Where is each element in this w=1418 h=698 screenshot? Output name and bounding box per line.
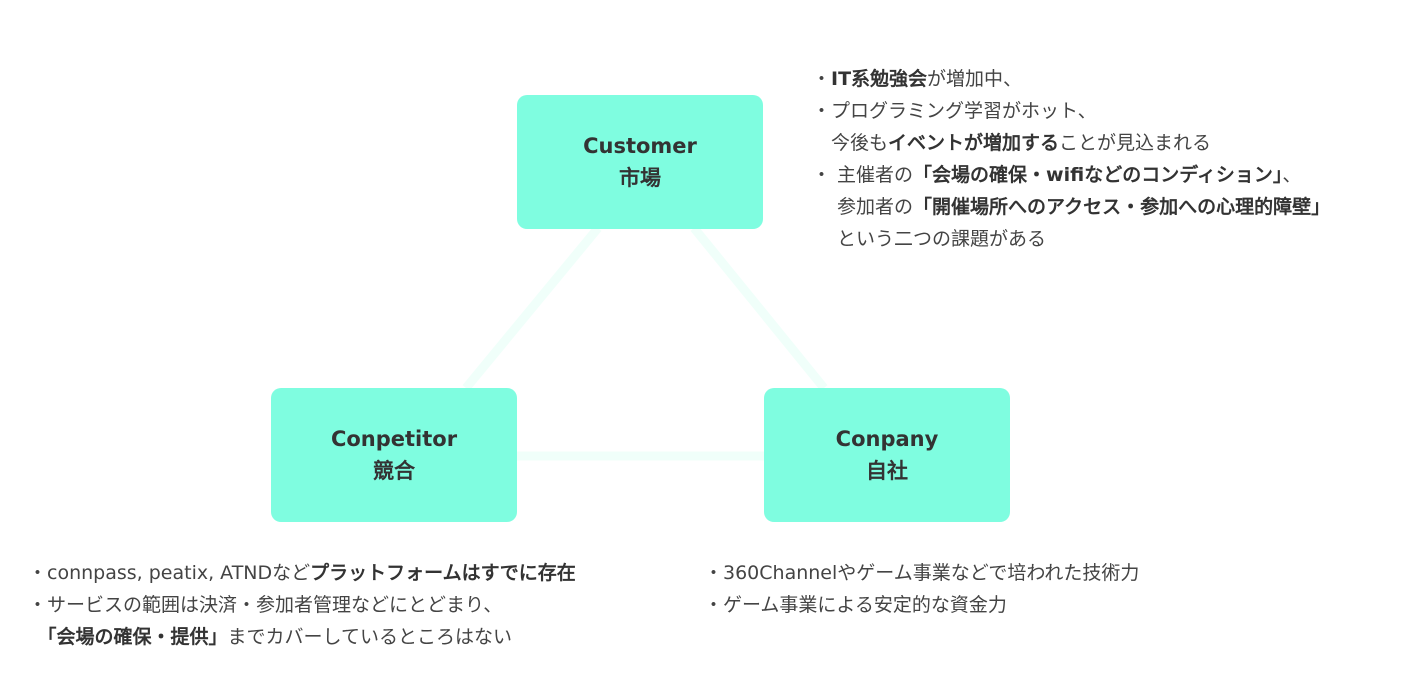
note-text: 、 — [1282, 164, 1302, 186]
customer-note-line: ・ 主催者の「会場の確保・wifiなどのコンディション」、 — [812, 159, 1330, 191]
connector-customer-competitor — [462, 225, 602, 391]
competitor-box: Conpetitor 競合 — [271, 388, 517, 522]
competitor-note-line: ・connpass, peatix, ATNDなどプラットフォームはすでに存在 — [28, 557, 576, 589]
competitor-label-en: Conpetitor — [330, 427, 458, 451]
competitor-label-ja: 競合 — [373, 459, 415, 483]
note-text: までカバーしているところはない — [227, 626, 512, 648]
customer-note-line: 参加者の「開催場所へのアクセス・参加への心理的障壁」 — [812, 191, 1330, 223]
customer-note-line: ・プログラミング学習がホット、 — [812, 95, 1330, 127]
note-text: ことが見込まれる — [1059, 132, 1212, 154]
competitor-notes: ・connpass, peatix, ATNDなどプラットフォームはすでに存在 … — [28, 557, 576, 653]
company-note-line: ・ゲーム事業による安定的な資金力 — [704, 589, 1139, 621]
note-text: ・connpass, peatix, ATNDなど — [28, 562, 311, 584]
customer-label-en: Customer — [583, 134, 697, 158]
note-text: ・プログラミング学習がホット、 — [812, 100, 1097, 122]
company-label-ja: 自社 — [866, 459, 908, 483]
note-highlight: イベントが増加する — [888, 132, 1060, 154]
note-highlight: 「開催場所へのアクセス・参加への心理的障壁」 — [913, 196, 1331, 218]
note-text: 参加者の — [812, 196, 914, 218]
note-text: ・ゲーム事業による安定的な資金力 — [704, 594, 1007, 616]
note-highlight: プラットフォームはすでに存在 — [310, 562, 576, 584]
note-text: が増加中、 — [927, 68, 1023, 90]
customer-box: Customer 市場 — [517, 95, 763, 229]
customer-note-line: ・IT系勉強会が増加中、 — [812, 63, 1330, 95]
note-highlight: IT系勉強会 — [831, 68, 928, 90]
note-highlight: 「会場の確保・wifiなどのコンディション」 — [913, 164, 1283, 186]
note-text: ・360Channelやゲーム事業などで培われた技術力 — [704, 562, 1140, 584]
note-text: という二つの課題がある — [812, 228, 1047, 250]
company-label-en: Conpany — [835, 427, 939, 451]
note-text: ・サービスの範囲は決済・参加者管理などにとどまり、 — [28, 594, 503, 616]
customer-notes: ・IT系勉強会が増加中、 ・プログラミング学習がホット、 今後もイベントが増加す… — [812, 63, 1330, 255]
company-note-line: ・360Channelやゲーム事業などで培われた技術力 — [704, 557, 1139, 589]
note-text: ・ 主催者の — [812, 164, 914, 186]
connector-customer-company — [690, 225, 828, 391]
customer-note-line: 今後もイベントが増加することが見込まれる — [812, 127, 1330, 159]
customer-note-line: という二つの課題がある — [812, 223, 1330, 255]
competitor-note-line: ・サービスの範囲は決済・参加者管理などにとどまり、 — [28, 589, 576, 621]
company-box: Conpany 自社 — [764, 388, 1010, 522]
note-text: ・ — [812, 68, 832, 90]
note-text — [28, 626, 47, 648]
competitor-note-line: 「会場の確保・提供」までカバーしているところはない — [28, 621, 576, 653]
note-text: 今後も — [812, 132, 889, 154]
company-notes: ・360Channelやゲーム事業などで培われた技術力 ・ゲーム事業による安定的… — [704, 557, 1139, 621]
customer-label-ja: 市場 — [619, 166, 661, 190]
note-highlight: 「会場の確保・提供」 — [47, 626, 228, 648]
